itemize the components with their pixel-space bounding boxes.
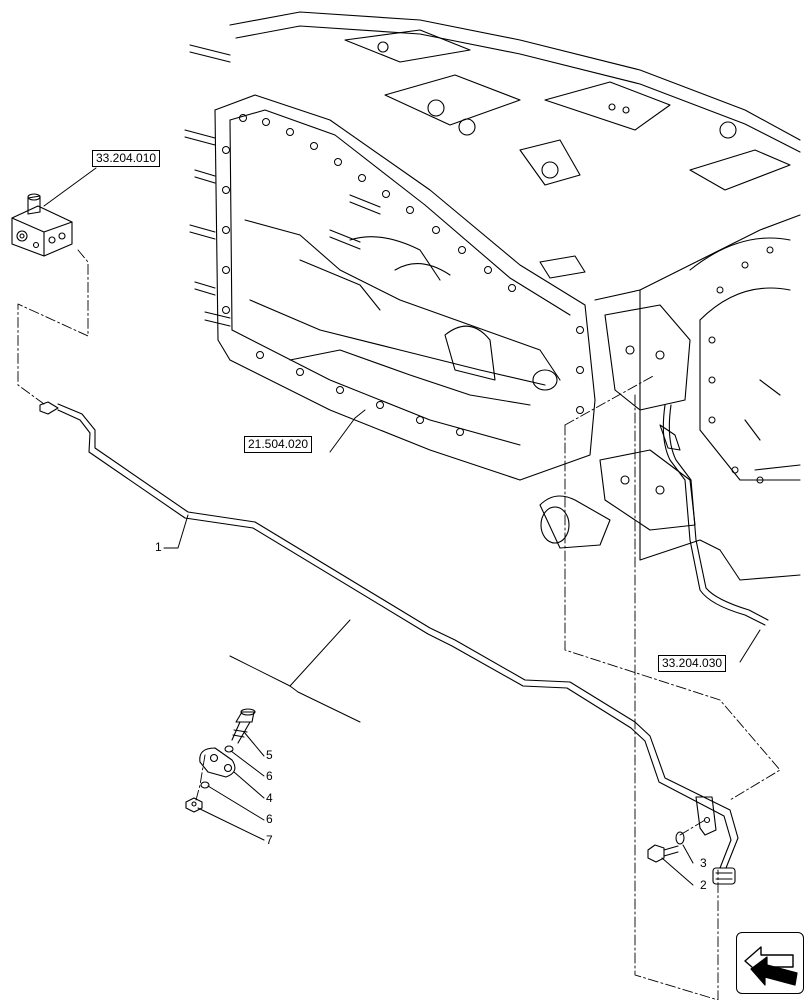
valve-block [11, 193, 73, 257]
ref-chassis[interactable]: 21.504.020 [244, 436, 313, 453]
rear-pipe [662, 404, 766, 626]
washer-lower [200, 781, 210, 789]
callout-washer-lower: 6 [266, 812, 273, 826]
callout-screw-rear: 2 [700, 878, 707, 892]
rear-screw-part [647, 831, 685, 863]
callout-washer-upper: 6 [266, 769, 273, 783]
bolt-part [231, 708, 256, 744]
ref-valve-block[interactable]: 33.204.010 [92, 150, 161, 167]
callout-pipe: 1 [155, 540, 162, 554]
nut-part [185, 797, 203, 813]
callout-clamp: 4 [266, 791, 273, 805]
callout-washer-rear: 3 [700, 856, 707, 870]
arrow-icon-graphic [744, 946, 798, 986]
chassis-housing [184, 11, 801, 581]
pipe-assembly [39, 401, 739, 885]
callout-bolt: 5 [266, 748, 273, 762]
callout-nut: 7 [266, 833, 273, 847]
next-page-arrow-icon[interactable] [736, 932, 804, 994]
washer-upper [224, 745, 234, 753]
ref-rear-pipe[interactable]: 33.204.030 [658, 655, 727, 672]
clamp-part [199, 747, 236, 778]
